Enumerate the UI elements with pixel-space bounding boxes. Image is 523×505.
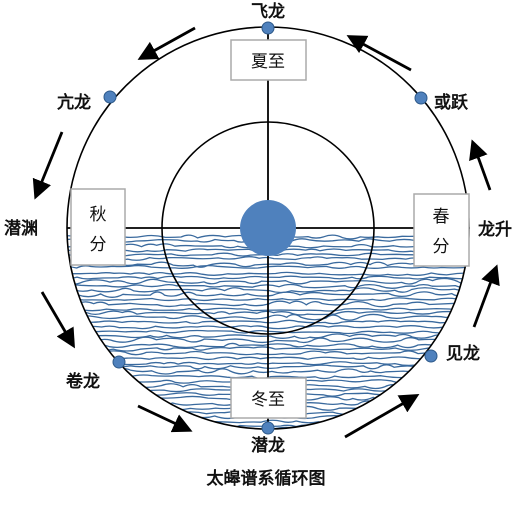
wave-line xyxy=(67,333,469,340)
autumn-label-1: 秋 xyxy=(90,205,107,225)
arrow-upper-left xyxy=(32,131,64,200)
label-upper-right: 或跃 xyxy=(434,92,469,113)
wave-line xyxy=(67,271,469,276)
wave-line xyxy=(67,291,469,298)
wave-line xyxy=(67,325,469,330)
wave-line xyxy=(67,287,469,294)
dot-upper-right xyxy=(414,91,428,105)
dot-upper-left xyxy=(103,90,117,104)
spring-box xyxy=(413,193,470,267)
arrow-bottom-left xyxy=(137,404,193,433)
arrow-upper-right xyxy=(469,139,492,191)
dot-lower-left xyxy=(112,355,126,369)
winter-box xyxy=(230,377,307,419)
dot-bottom xyxy=(261,421,275,435)
wave-line xyxy=(67,350,469,356)
wave-line xyxy=(67,329,469,335)
wave-line xyxy=(67,277,469,286)
arrow-top-left xyxy=(137,26,196,60)
label-right: 龙升 xyxy=(477,219,512,240)
wave-line xyxy=(67,264,469,269)
label-upper-left: 亢龙 xyxy=(57,92,91,113)
wave-line xyxy=(67,419,469,425)
summer-label: 夏至 xyxy=(251,52,285,72)
wave-line xyxy=(67,307,469,312)
spring-label-1: 春 xyxy=(433,207,450,227)
label-lower-left: 卷龙 xyxy=(65,371,100,392)
dot-top xyxy=(261,21,275,35)
wave-line xyxy=(67,426,469,429)
spring-label-2: 分 xyxy=(433,237,450,257)
winter-label: 冬至 xyxy=(251,390,285,410)
wave-line xyxy=(67,283,469,289)
wave-line xyxy=(67,300,469,308)
wave-line xyxy=(67,313,469,321)
wave-line xyxy=(67,297,469,302)
wave-line xyxy=(67,356,469,361)
arrow-lower-left xyxy=(40,291,75,349)
arrow-lower-right xyxy=(472,264,500,328)
label-lower-right: 见龙 xyxy=(446,343,480,364)
arrow-top-right xyxy=(346,35,412,72)
autumn-label-2: 分 xyxy=(90,235,107,255)
diagram-caption: 太皞谱系循环图 xyxy=(207,468,326,489)
label-bottom: 潜龙 xyxy=(251,435,285,456)
label-top: 飞龙 xyxy=(251,1,285,22)
label-left: 潜渊 xyxy=(4,218,38,239)
wave-line xyxy=(67,310,469,316)
wave-line xyxy=(67,346,469,352)
wave-line xyxy=(67,275,469,280)
wave-line xyxy=(67,342,469,349)
autumn-box xyxy=(70,188,126,266)
sun-disc xyxy=(240,200,296,256)
wave-line xyxy=(67,336,469,344)
arrow-bottom-right xyxy=(344,394,420,439)
dot-lower-right xyxy=(424,349,438,363)
wave-line xyxy=(67,361,469,367)
summer-box xyxy=(230,39,307,81)
wave-line xyxy=(67,319,469,325)
